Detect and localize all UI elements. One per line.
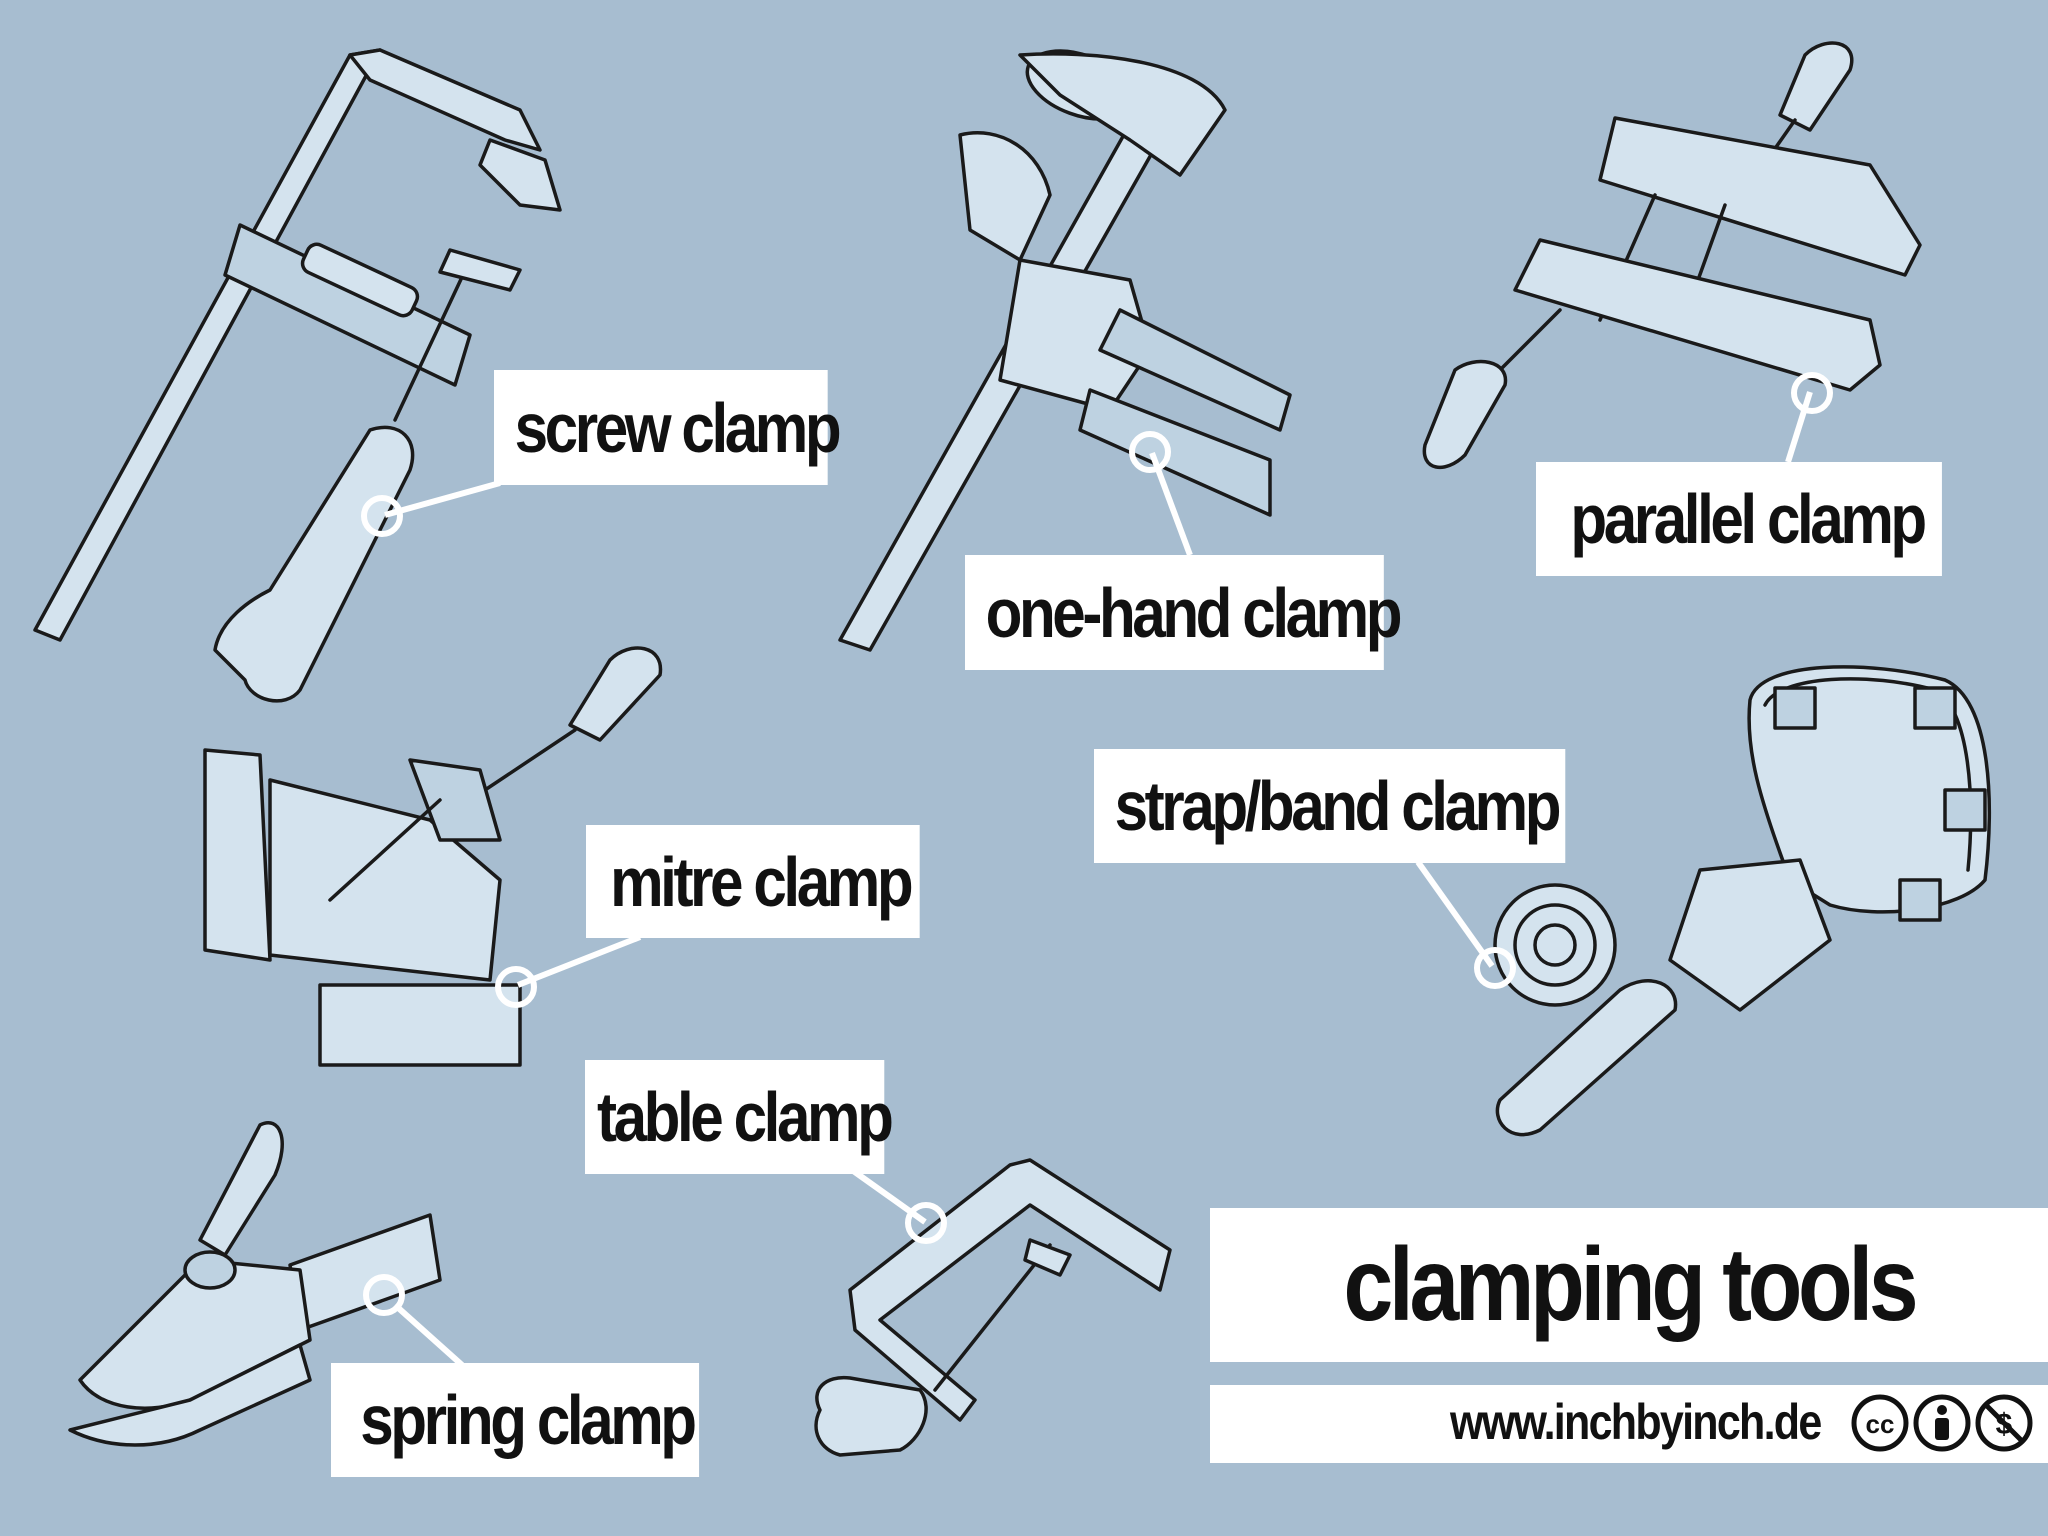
parallel-clamp-illustration — [1422, 41, 1922, 470]
screw-clamp-leader — [361, 480, 501, 537]
table-clamp-illustration — [814, 1158, 1172, 1457]
credit-url[interactable]: www.inchbyinch.de — [1450, 1394, 1822, 1450]
label-screw-clamp: screw clamp — [494, 370, 842, 485]
label-strap-band-clamp: strap/band clamp — [1094, 749, 1566, 863]
non-commercial-icon: $ — [1975, 1394, 2033, 1452]
mitre-clamp-illustration — [203, 646, 663, 1067]
strap-band-clamp-illustration — [1493, 665, 1992, 1137]
page-title: clamping tools — [1343, 1226, 1919, 1343]
one-hand-clamp-illustration — [838, 49, 1292, 652]
parallel-clamp-leader — [1785, 372, 1833, 463]
screw-clamp-illustration — [33, 48, 562, 703]
mitre-clamp-leader — [495, 934, 642, 1008]
credit-panel: www.inchbyinch.de cc $ — [1210, 1385, 2048, 1463]
one-hand-clamp-leader — [1129, 431, 1193, 557]
label-mitre-clamp: mitre clamp — [586, 825, 920, 938]
title-panel: clamping tools — [1210, 1208, 2048, 1362]
spring-clamp-illustration — [68, 1121, 442, 1447]
label-one-hand-clamp: one-hand clamp — [965, 555, 1403, 670]
cc-icon: cc — [1851, 1394, 1909, 1452]
table-clamp-leader — [850, 1167, 947, 1244]
strap-band-clamp-leader — [1415, 860, 1516, 989]
spring-clamp-leader — [363, 1274, 465, 1368]
attribution-icon — [1913, 1394, 1971, 1452]
label-table-clamp: table clamp — [585, 1060, 894, 1174]
svg-text:cc: cc — [1866, 1409, 1895, 1439]
license-icons: cc $ — [1851, 1394, 2033, 1452]
label-spring-clamp: spring clamp — [331, 1363, 700, 1477]
label-parallel-clamp: parallel clamp — [1536, 462, 1942, 576]
